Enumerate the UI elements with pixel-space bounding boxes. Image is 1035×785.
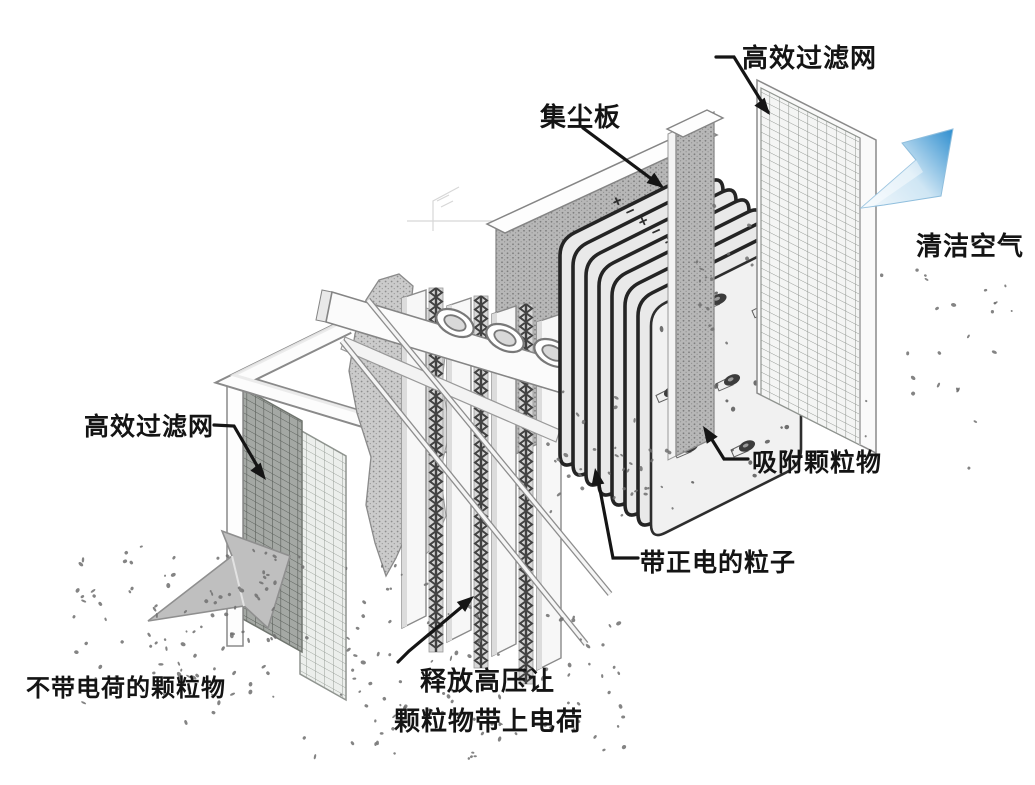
particle-speckles xyxy=(66,203,1013,760)
label-arrowheads xyxy=(250,97,770,612)
label-leader-arrows xyxy=(212,55,770,664)
collector-frame-cap xyxy=(485,125,719,234)
arrow-hepa-top-right xyxy=(714,55,770,114)
label-uncharged: 不带电荷的颗粒物 xyxy=(26,675,226,702)
hepa-mesh-right xyxy=(756,78,877,455)
label-high-voltage-1: 释放高压让 xyxy=(420,666,556,696)
label-clean-air: 清洁空气 xyxy=(916,231,1025,261)
arrow-positive xyxy=(595,472,640,560)
arrow-dust-plate xyxy=(581,126,663,188)
clean-air-arrow-icon xyxy=(859,128,954,209)
label-adsorbed: 吸附颗粒物 xyxy=(752,449,883,477)
hepa-right-mesh xyxy=(760,87,861,446)
support-rods xyxy=(339,298,613,646)
prefilter-mesh-back xyxy=(299,428,347,702)
label-dust-plate: 集尘板 xyxy=(540,102,622,132)
right-housing-wall xyxy=(665,109,725,461)
label-high-voltage-2: 颗粒物带上电荷 xyxy=(394,706,584,736)
arrow-high-voltage xyxy=(396,598,472,664)
dirty-air-arrow-icon xyxy=(147,529,291,630)
ionizer-section xyxy=(315,287,613,685)
label-hepa-left: 高效过滤网 xyxy=(84,413,215,441)
label-hepa-top-right: 高效过滤网 xyxy=(742,43,878,73)
arrow-hepa-left xyxy=(212,423,265,478)
label-positive: 带正电的粒子 xyxy=(640,549,797,577)
